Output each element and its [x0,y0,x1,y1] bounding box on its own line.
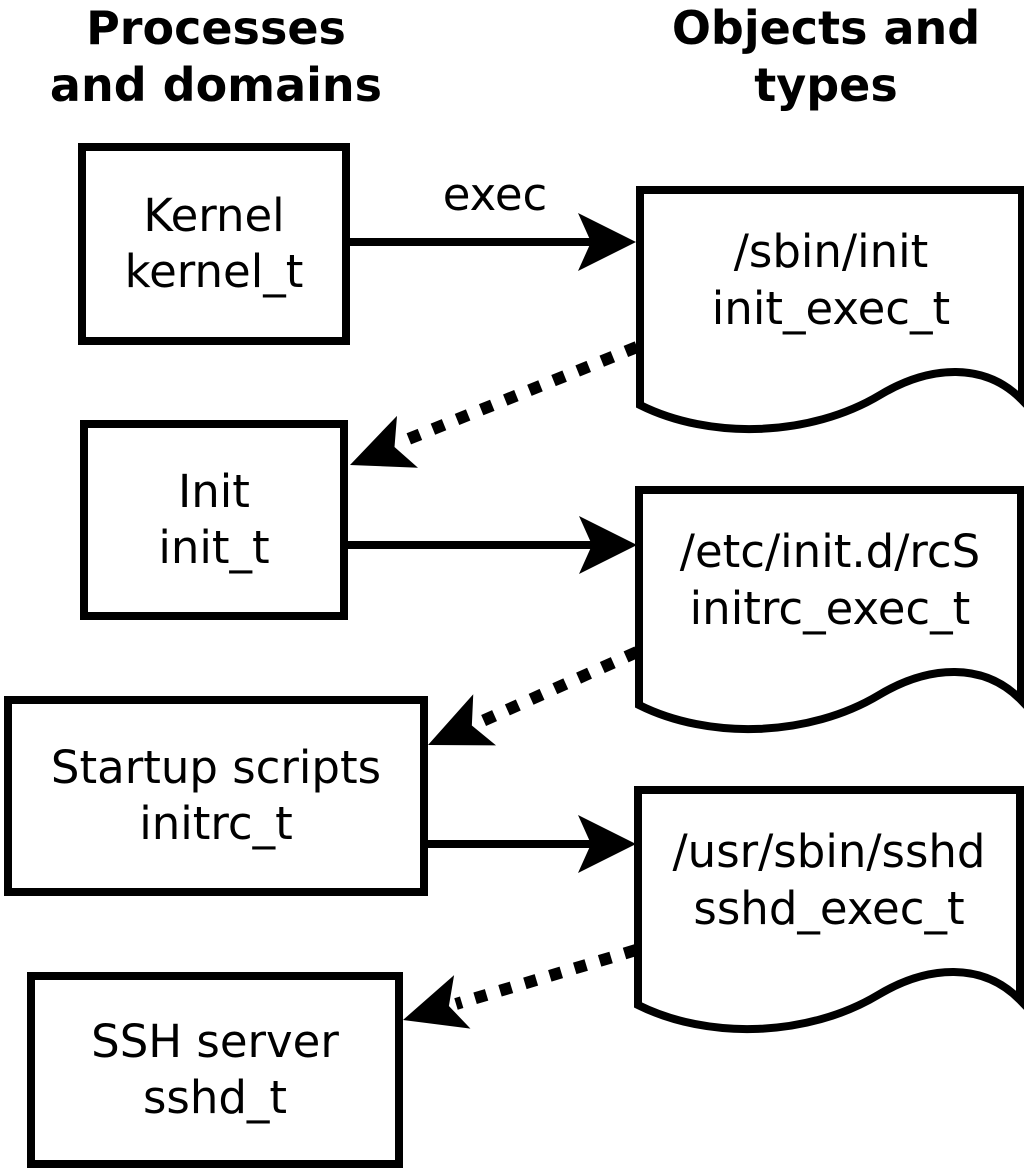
object-type: sshd_exec_t [693,881,965,935]
object-path: /etc/init.d/rcS [679,524,981,578]
process-domain-type: kernel_t [124,245,304,298]
document-shape-sbin-init [636,186,1024,434]
process-box-ssh-server: SSH server sshd_t [27,972,403,1168]
process-name: Init [178,465,250,518]
object-label-sbin-init: /sbin/init init_exec_t [640,192,1022,367]
object-type: initrc_exec_t [689,581,971,635]
header-line: types [754,58,898,112]
process-box-kernel: Kernel kernel_t [78,143,350,345]
exec-edge-label: exec [442,168,548,221]
process-name: SSH server [91,1015,339,1068]
object-path: /sbin/init [733,224,929,278]
process-domain-type: initrc_t [139,797,293,850]
transition-arrow-rcs-to-initrc [428,646,640,746]
column-header-objects: Objects and types [618,0,1024,114]
exec-arrow-kernel-to-sbin-init [350,213,636,271]
column-header-processes: Processes and domains [0,0,432,114]
process-domain-type: sshd_t [142,1071,288,1124]
header-line: and domains [49,58,383,112]
process-box-startup-scripts: Startup scripts initrc_t [4,696,428,896]
process-box-init: Init init_t [80,420,348,620]
object-label-etc-initd-rcs: /etc/init.d/rcS initrc_exec_t [639,492,1021,667]
header-line: Processes [86,1,346,55]
document-shape-usr-sbin-sshd [634,786,1024,1034]
object-path: /usr/sbin/sshd [672,824,986,878]
transition-arrow-sshd-to-sshserver [403,944,638,1029]
exec-arrow-init-to-rcs [348,516,637,574]
transition-arrow-sbin-init-to-init [350,341,640,468]
exec-arrow-initrc-to-sshd [428,815,636,873]
object-label-usr-sbin-sshd: /usr/sbin/sshd sshd_exec_t [638,792,1020,967]
process-domain-type: init_t [158,521,270,574]
header-line: Objects and [671,1,981,55]
process-name: Kernel [143,189,285,242]
document-shape-etc-initd-rcs [635,486,1024,734]
process-name: Startup scripts [50,741,382,794]
object-type: init_exec_t [711,281,951,335]
